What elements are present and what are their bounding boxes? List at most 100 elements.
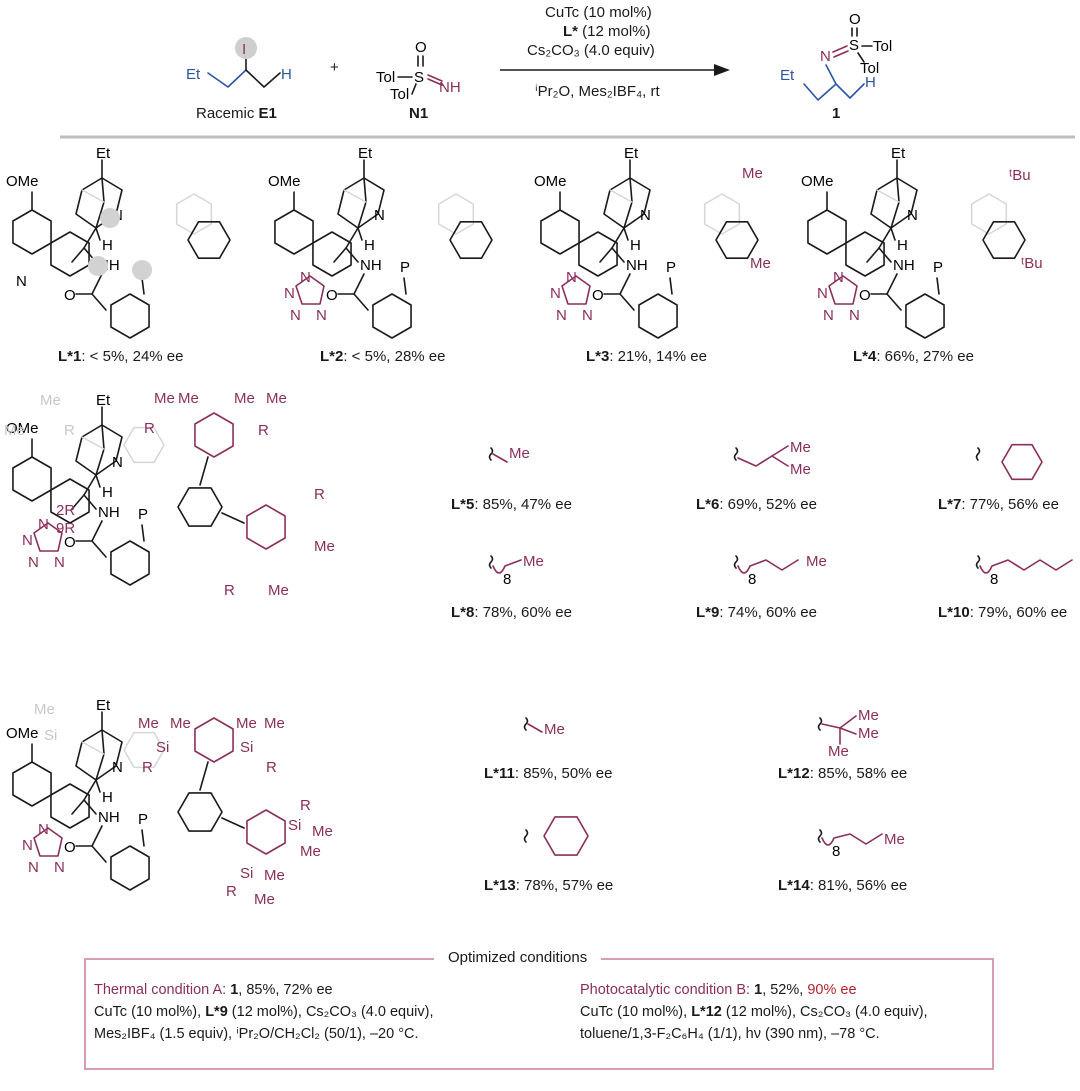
atom-et: Et (624, 145, 639, 162)
bond (669, 277, 673, 295)
atom-r: R (314, 486, 325, 503)
atom-tol-1: Tol (376, 69, 395, 86)
atom-n: N (582, 307, 593, 324)
phenyl-ring-faded (970, 193, 1008, 235)
atom-si: Si (44, 727, 57, 744)
atom-n: N (316, 307, 327, 324)
ligand-result: : 66%, 27% ee (876, 348, 974, 365)
bond (890, 177, 900, 229)
ligand-result-1: L*1: < 5%, 24% ee (58, 348, 184, 365)
atom-nh: NH (98, 809, 120, 826)
bond (91, 845, 107, 863)
r-group-11: MeL*11: 85%, 50% ee (484, 717, 612, 782)
atom-me: Me (266, 390, 287, 407)
atom-iodine: I (242, 41, 246, 58)
atom-ome: OMe (801, 173, 834, 190)
atom-nh: NH (893, 257, 915, 274)
bond (91, 540, 107, 558)
r-group-me: Me (790, 439, 811, 456)
plus-sign: + (330, 59, 339, 76)
bond (886, 293, 902, 311)
ligand-result: : 21%, 14% ee (609, 348, 707, 365)
atom-h: H (364, 237, 375, 254)
cond-line1: CuTc (10 mol%) (545, 4, 652, 21)
atom-me: Me (4, 422, 25, 439)
phenyl-ring (715, 221, 759, 259)
atom-h: H (865, 74, 876, 91)
atom-o: O (849, 11, 861, 28)
atom-n: N (300, 269, 311, 286)
atom-si: Si (240, 865, 253, 882)
bond (623, 177, 633, 229)
atom-n: N (640, 207, 651, 224)
atom-s: S (414, 69, 424, 86)
aryl-ring (12, 209, 52, 255)
bond (345, 247, 359, 263)
bond (870, 273, 898, 295)
ligand-result: : < 5%, 28% ee (343, 348, 445, 365)
reactant1-label: Racemic E1 (196, 105, 277, 122)
bond (141, 829, 145, 847)
aryl-ring-faded (123, 426, 165, 464)
reactant-n1: O S NH Tol Tol N1 (376, 39, 461, 122)
heteroaryl-ring (50, 231, 90, 277)
atom-h: H (897, 237, 908, 254)
atom-me: Me (40, 392, 61, 409)
atom-n: N (112, 759, 123, 776)
ligand-id: L*2 (320, 348, 343, 365)
phenyl-ring (982, 221, 1026, 259)
ligand-id: L*4 (853, 348, 877, 365)
terminal-aryl-ring-bottom (246, 809, 286, 855)
bond (492, 453, 508, 463)
product-label: 1 (832, 105, 840, 122)
cond-line2: L* (12 mol%) (563, 23, 651, 40)
r-group-me: Me (806, 553, 827, 570)
ligand-result-12: L*12: 85%, 58% ee (778, 765, 907, 782)
r-group-me: Me (544, 721, 565, 738)
bond (839, 715, 857, 729)
bond (95, 474, 101, 488)
atom-ome: OMe (6, 173, 39, 190)
condition-a-line2: Mes₂IBF₄ (1.5 equiv), ⁱPr₂O/CH₂Cl₂ (50/1… (94, 1026, 419, 1042)
highlight-nh (88, 256, 108, 276)
phenyl-ring-faded (175, 193, 213, 235)
tetrazole-ring (828, 275, 858, 305)
atom-o: O (415, 39, 427, 56)
atom-tol-1: Tol (873, 38, 892, 55)
ligand-id: L*5 (451, 496, 474, 513)
r-group-me: Me (858, 725, 879, 742)
tetrazole-ring (33, 827, 63, 857)
atom-me: Me (138, 715, 159, 732)
tetrazole-ring (295, 275, 325, 305)
ligand-result-13: L*13: 78%, 57% ee (484, 877, 613, 894)
atom-n: N (38, 821, 49, 838)
ligand-result-9: L*9: 74%, 60% ee (696, 604, 817, 621)
atom-o: O (64, 287, 76, 304)
ligand-result: : 77%, 56% ee (961, 496, 1059, 513)
atom-n: N (38, 516, 49, 533)
atom-n: N (566, 269, 577, 286)
ligand-result-4: L*4: 66%, 27% ee (853, 348, 974, 365)
atom-n: N (284, 285, 295, 302)
bond (95, 779, 101, 793)
bond (83, 494, 97, 510)
atom-p: P (138, 811, 148, 828)
tetrazole-ring (561, 275, 591, 305)
condition-a-title: Thermal condition A: (94, 982, 231, 998)
atom-et: Et (96, 145, 111, 162)
bond (839, 727, 857, 735)
atom-n: N (22, 837, 33, 854)
bond (866, 247, 880, 263)
wavy-bond (523, 829, 529, 843)
benzamide-ring (110, 293, 150, 339)
atom-r: R (144, 420, 155, 437)
benzamide-ring (110, 845, 150, 891)
repeat-subscript: 8 (990, 571, 998, 588)
ligand-result-7: L*7: 77%, 56% ee (938, 496, 1059, 513)
reactant-e1: Et I H Racemic E1 (186, 37, 292, 122)
